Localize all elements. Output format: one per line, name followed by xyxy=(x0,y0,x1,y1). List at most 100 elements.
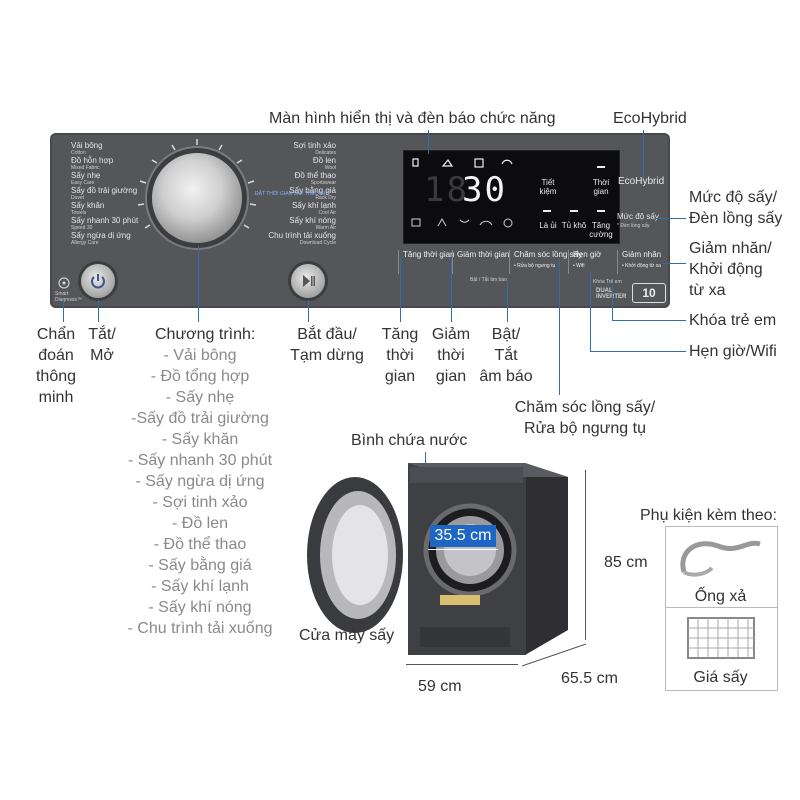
panel-program-label: Sấy khí nóng xyxy=(289,216,336,225)
increase-time-label: Tăng thời gian xyxy=(403,250,455,259)
panel-program-sublabel: Download Cycle xyxy=(299,240,336,246)
power-icon xyxy=(91,274,105,289)
panel-program-sublabel: Wool xyxy=(324,165,336,171)
diagnose-line: thông xyxy=(35,368,77,385)
care-line: Rửa bộ ngưng tụ xyxy=(524,420,646,437)
level-bar xyxy=(597,210,605,212)
label-la-ui: Là ủi xyxy=(539,221,557,230)
program-knob[interactable] xyxy=(152,153,242,243)
level-bar xyxy=(597,166,605,168)
beep-sub: Bật / Tắt âm báo xyxy=(470,277,507,283)
callout-line xyxy=(507,280,508,322)
care-sub: • Rửa bộ ngưng tụ xyxy=(514,263,556,269)
status-icons-row xyxy=(412,158,513,168)
level-bar xyxy=(570,210,578,212)
label-tiet-kiem: Tiết kiệm xyxy=(539,178,557,196)
program-item: - Đồ tổng hợp xyxy=(150,368,250,385)
power-line: Tắt/ xyxy=(88,326,116,343)
wave-icon xyxy=(459,219,470,223)
callout-line xyxy=(451,258,452,322)
panel-program-label: Đồ hỗn hợp xyxy=(71,156,114,165)
tank-icon xyxy=(411,218,421,227)
label-thoi-gian: Thời gian xyxy=(592,178,610,196)
callout-line xyxy=(308,300,309,322)
beep-line: Tắt xyxy=(494,347,518,364)
depth-inner-line xyxy=(428,549,498,550)
callout-line xyxy=(656,218,686,219)
timer-sub: • Wifi xyxy=(573,263,585,269)
status-icons-bottom xyxy=(411,217,513,228)
depth-inner-badge: 35.5 cm xyxy=(430,525,496,547)
program-item: - Sợi tinh xảo xyxy=(152,494,248,511)
timer-button[interactable]: Hẹn giờ • Wifi xyxy=(568,250,601,274)
panel-program-label: Sợi tinh xảo xyxy=(293,141,336,150)
panel-program-sublabel: Duvet xyxy=(71,195,85,201)
dim-width: 59 cm xyxy=(418,678,462,695)
increase-time-button[interactable]: Tăng thời gian xyxy=(398,250,455,274)
start-line: Bắt đầu/ xyxy=(297,326,357,343)
wrinkle-button[interactable]: Giảm nhăn • Khởi động từ xa xyxy=(617,250,661,274)
callout-wrinkle-2: Khởi động xyxy=(689,261,763,278)
accessory-rack-label: Giá sấy xyxy=(693,669,748,686)
callout-line xyxy=(425,452,426,470)
play-pause-icon xyxy=(303,275,315,287)
level-bar xyxy=(543,210,551,212)
timer-label: Hẹn giờ xyxy=(573,250,602,259)
wrinkle-sub: • Khởi động từ xa xyxy=(622,263,661,269)
callout-program-title: Chương trình: xyxy=(155,326,256,343)
program-item: - Vải bông xyxy=(163,347,237,364)
drain-hose-icon xyxy=(680,540,761,577)
callout-line xyxy=(98,300,99,322)
start-line: Tạm dừng xyxy=(290,347,364,364)
knob-ticks-icon xyxy=(137,139,257,229)
warranty-badge: 10 xyxy=(632,283,666,303)
callout-timer-wifi: Hẹn giờ/Wifi xyxy=(689,343,777,360)
panel-program-label: Đồ thể thao xyxy=(294,171,336,180)
callout-wrinkle-3: từ xa xyxy=(689,282,726,299)
callout-line xyxy=(643,130,644,178)
callout-dry-level-1: Mức độ sấy/ xyxy=(689,189,778,206)
ecohybrid-button[interactable]: EcoHybrid xyxy=(618,176,665,187)
accessories-title: Phụ kiện kèm theo: xyxy=(640,507,777,524)
program-item: - Sấy khí lạnh xyxy=(151,578,249,595)
iron-icon xyxy=(441,158,454,167)
callout-line xyxy=(559,260,560,395)
care-label: Chăm sóc lồng sấy xyxy=(514,250,583,259)
callout-line xyxy=(400,258,401,322)
care-button[interactable]: Chăm sóc lồng sấy • Rửa bộ ngưng tụ xyxy=(509,250,582,274)
panel-program-sublabel: Cotton xyxy=(71,150,86,156)
wrinkle-label: Giảm nhăn xyxy=(622,250,662,259)
panel-program-label: Đồ len xyxy=(312,156,336,165)
panel-program-label: Sấy nhẹ xyxy=(71,171,101,180)
callout-start: Bắt đầu/Tạm dừng xyxy=(285,324,369,366)
program-item: - Chu trình tải xuống xyxy=(127,620,273,637)
panel-program-sublabel: Towels xyxy=(71,210,87,216)
dim-depth: 65.5 cm xyxy=(561,670,618,687)
accessory-hose-label: Ống xả xyxy=(694,588,747,605)
time-range-label: ĐẶT THỜI GIAN SẤY THEO GIỜ xyxy=(255,191,330,197)
program-item: - Sấy khăn xyxy=(161,431,239,448)
panel-program-label: Sấy ngừa dị ứng xyxy=(71,231,131,240)
smart-diagnosis-label: Smart Diagnosis™ xyxy=(55,291,82,303)
panel-program-sublabel: Allergy Care xyxy=(71,240,99,246)
grid-icon xyxy=(474,158,484,168)
callout-door: Cửa máy sấy xyxy=(299,627,395,644)
diagnose-line: minh xyxy=(38,389,74,406)
care-line: Chăm sóc lồng sấy/ xyxy=(514,399,656,416)
panel-program-sublabel: Warm Air xyxy=(315,225,336,231)
accessory-hose-box xyxy=(665,526,778,611)
dry-level-button[interactable]: Mức độ sấy xyxy=(617,212,659,221)
dry-level-sub: * Đèn lồng sấy xyxy=(617,223,650,229)
lock-icon xyxy=(503,218,513,228)
panel-program-label: Sấy đồ trải giường xyxy=(71,186,138,195)
callout-wrinkle-1: Giảm nhăn/ xyxy=(689,240,772,257)
callout-line xyxy=(612,320,686,321)
decrease-time-button[interactable]: Giảm thời gian xyxy=(452,250,509,274)
callout-line xyxy=(590,272,591,351)
filter-icon xyxy=(437,217,447,227)
inc-time-line: thời xyxy=(386,347,414,364)
beep-line: âm báo xyxy=(479,368,533,385)
callout-line xyxy=(198,246,199,322)
depth-dim-line xyxy=(521,643,587,667)
